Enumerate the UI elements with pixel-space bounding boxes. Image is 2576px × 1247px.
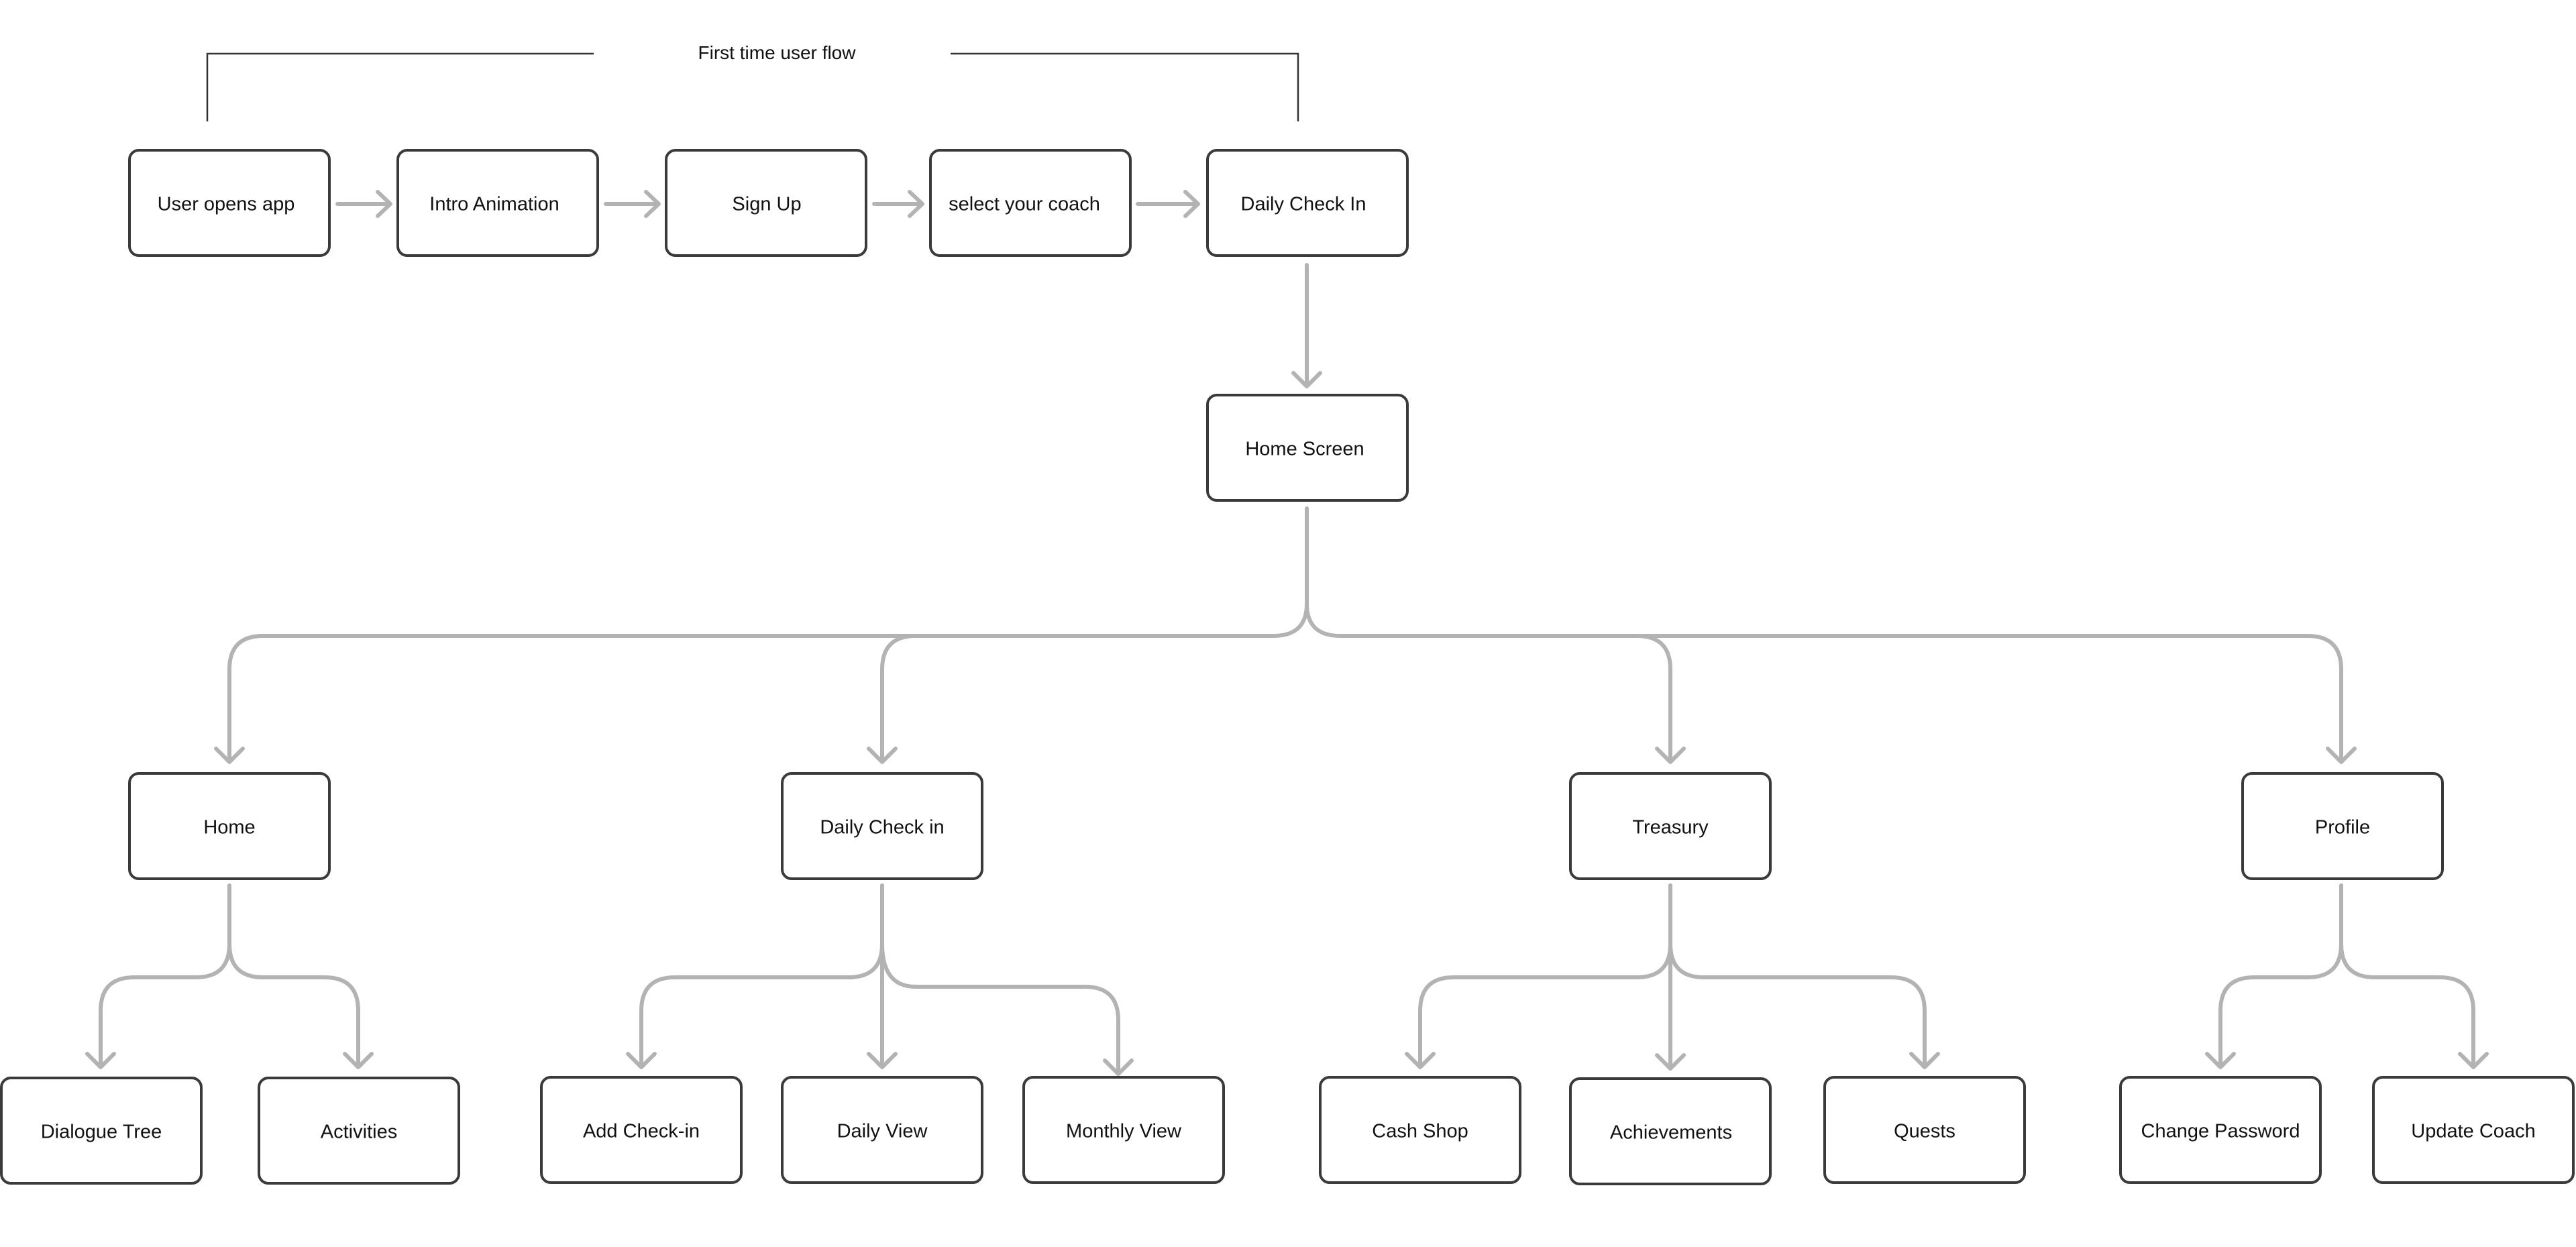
node-label: select your coach bbox=[949, 194, 1100, 215]
leaf-node[interactable]: Monthly View bbox=[1022, 1076, 1225, 1184]
arrow-head bbox=[2458, 1052, 2489, 1069]
arrow-head bbox=[2326, 747, 2357, 764]
flow-node[interactable]: Intro Animation bbox=[396, 149, 599, 257]
node-label: Treasury bbox=[1632, 817, 1709, 838]
node-label: Monthly View bbox=[1066, 1121, 1182, 1142]
node-label: Daily Check in bbox=[820, 817, 944, 838]
flow-node[interactable]: Sign Up bbox=[665, 149, 867, 257]
node-label: Activities bbox=[321, 1122, 397, 1143]
leaf-node[interactable]: Achievements bbox=[1569, 1077, 1772, 1185]
arrow-head bbox=[626, 1052, 657, 1069]
arrow-head bbox=[214, 747, 245, 764]
arrow-connector bbox=[872, 190, 924, 218]
arrow-head bbox=[867, 1052, 898, 1069]
node-layer: User opens app Intro Animation Sign Up s… bbox=[0, 149, 2575, 1185]
branch-connector bbox=[2218, 883, 2343, 1069]
branch-connector bbox=[880, 942, 1120, 1075]
arrow-head bbox=[2205, 1052, 2236, 1069]
node-label: Profile bbox=[2315, 817, 2370, 838]
node-label: User opens app bbox=[158, 194, 295, 215]
section-node[interactable]: Treasury bbox=[1569, 772, 1772, 880]
arrow-connector bbox=[335, 190, 392, 218]
leaf-node[interactable]: Quests bbox=[1823, 1076, 2026, 1184]
node-label: Achievements bbox=[1610, 1122, 1732, 1144]
arrow-head bbox=[1103, 1059, 1134, 1076]
branch-connector bbox=[99, 883, 231, 1069]
leaf-node[interactable]: Activities bbox=[258, 1077, 460, 1185]
connector-layer bbox=[85, 190, 2489, 1076]
node-label: Cash Shop bbox=[1372, 1121, 1468, 1142]
branch-connector bbox=[880, 634, 918, 763]
arrow-connector bbox=[1291, 263, 1322, 388]
diagram-title: First time user flow bbox=[698, 42, 857, 63]
node-label: Add Check-in bbox=[583, 1121, 700, 1142]
arrow-connector bbox=[604, 190, 661, 218]
leaf-node[interactable]: Change Password bbox=[2119, 1076, 2322, 1184]
node-label: Daily View bbox=[837, 1121, 928, 1142]
section-node[interactable]: Home bbox=[128, 772, 331, 880]
section-node[interactable]: Profile bbox=[2241, 772, 2444, 880]
leaf-node[interactable]: Add Check-in bbox=[540, 1076, 743, 1184]
branch-connector bbox=[1418, 883, 1672, 1069]
hub-node[interactable]: Home Screen bbox=[1206, 394, 1409, 502]
branch-connector bbox=[639, 883, 884, 1069]
arrow-head bbox=[1655, 1053, 1686, 1071]
branch-connector bbox=[1635, 634, 1672, 763]
leaf-node[interactable]: Update Coach bbox=[2372, 1076, 2575, 1184]
flow-bracket bbox=[206, 52, 594, 121]
flow-node[interactable]: User opens app bbox=[128, 149, 331, 257]
node-label: Change Password bbox=[2141, 1121, 2300, 1142]
node-label: Intro Animation bbox=[429, 194, 559, 215]
node-label: Home Screen bbox=[1245, 439, 1364, 460]
branch-connector bbox=[227, 942, 360, 1069]
arrow-head bbox=[85, 1052, 116, 1069]
arrow-connector bbox=[1136, 190, 1200, 218]
branch-connector bbox=[227, 506, 1309, 763]
flow-node[interactable]: Daily Check In bbox=[1206, 149, 1409, 257]
arrow-head bbox=[1655, 747, 1686, 764]
arrow-head bbox=[1405, 1052, 1436, 1069]
node-label: Update Coach bbox=[2411, 1121, 2535, 1142]
node-label: Home bbox=[203, 817, 255, 838]
node-label: Dialogue Tree bbox=[41, 1122, 162, 1143]
section-node[interactable]: Daily Check in bbox=[781, 772, 983, 880]
node-label: Daily Check In bbox=[1241, 194, 1366, 215]
leaf-node[interactable]: Cash Shop bbox=[1319, 1076, 1521, 1184]
branch-connector bbox=[1305, 602, 2343, 763]
flow-node[interactable]: select your coach bbox=[929, 149, 1132, 257]
branch-connector bbox=[1668, 942, 1927, 1069]
node-label: Quests bbox=[1894, 1121, 1955, 1142]
flow-bracket bbox=[951, 52, 1299, 121]
branch-connector bbox=[2339, 942, 2475, 1069]
node-label: Sign Up bbox=[732, 194, 801, 215]
leaf-node[interactable]: Daily View bbox=[781, 1076, 983, 1184]
arrow-head bbox=[867, 747, 898, 764]
leaf-node[interactable]: Dialogue Tree bbox=[0, 1077, 203, 1185]
arrow-head bbox=[1909, 1052, 1940, 1069]
arrow-head bbox=[343, 1052, 374, 1069]
